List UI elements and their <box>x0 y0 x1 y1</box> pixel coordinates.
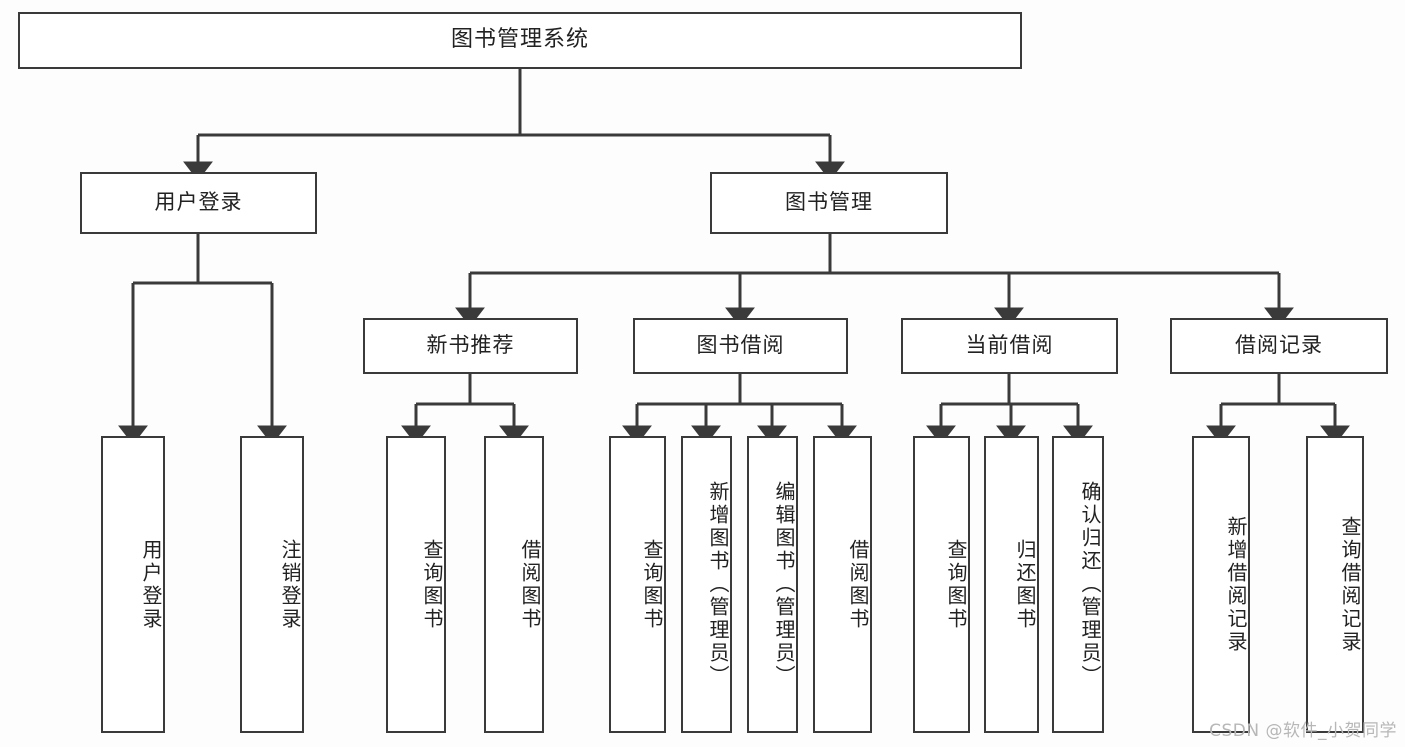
node-label: 查询图书 <box>640 538 664 631</box>
node-current-borrow[interactable]: 当前借阅 <box>901 318 1118 374</box>
node-label: 注销登录 <box>278 538 302 631</box>
node-label: 当前借阅 <box>965 333 1054 358</box>
node-leaf-borrow-book-recommend[interactable]: 借阅图书 <box>484 436 544 733</box>
node-user-login[interactable]: 用户登录 <box>80 172 317 234</box>
node-book-management[interactable]: 图书管理 <box>710 172 948 234</box>
node-new-book-recommend[interactable]: 新书推荐 <box>363 318 578 374</box>
node-label: 查询图书 <box>944 538 968 631</box>
csdn-watermark: CSDN @软件_小贺同学 <box>1209 721 1397 741</box>
node-label: 借阅图书 <box>846 538 870 631</box>
node-leaf-query-book-borrow[interactable]: 查询图书 <box>609 436 666 733</box>
node-leaf-query-book-current[interactable]: 查询图书 <box>913 436 970 733</box>
node-leaf-query-borrow-record[interactable]: 查询借阅记录 <box>1306 436 1364 733</box>
node-label: 图书管理 <box>785 190 873 215</box>
node-leaf-edit-book-admin[interactable]: 编辑图书（管理员） <box>747 436 798 733</box>
node-leaf-user-login[interactable]: 用户登录 <box>101 436 165 733</box>
node-leaf-borrow-book[interactable]: 借阅图书 <box>813 436 872 733</box>
node-leaf-query-book-recommend[interactable]: 查询图书 <box>386 436 446 733</box>
node-leaf-add-borrow-record[interactable]: 新增借阅记录 <box>1192 436 1250 733</box>
node-label: 新书推荐 <box>426 333 515 358</box>
node-label: 编辑图书（管理员） <box>772 481 796 688</box>
node-label: 新增借阅记录 <box>1224 515 1248 654</box>
node-label: 确认归还（管理员） <box>1078 481 1102 688</box>
node-label: 图书借阅 <box>696 333 785 358</box>
node-book-borrow[interactable]: 图书借阅 <box>633 318 848 374</box>
node-root-book-management-system[interactable]: 图书管理系统 <box>18 12 1022 69</box>
node-borrow-record[interactable]: 借阅记录 <box>1170 318 1388 374</box>
node-leaf-confirm-return-admin[interactable]: 确认归还（管理员） <box>1052 436 1104 733</box>
node-label: 查询图书 <box>420 538 444 631</box>
node-label: 图书管理系统 <box>450 27 589 53</box>
node-label: 用户登录 <box>139 538 163 631</box>
node-leaf-return-book[interactable]: 归还图书 <box>984 436 1039 733</box>
node-label: 借阅记录 <box>1235 333 1323 358</box>
node-label: 借阅图书 <box>518 538 542 631</box>
node-leaf-add-book-admin[interactable]: 新增图书（管理员） <box>681 436 732 733</box>
node-label: 新增图书（管理员） <box>706 481 730 688</box>
node-leaf-user-logout[interactable]: 注销登录 <box>240 436 304 733</box>
node-label: 归还图书 <box>1013 538 1037 631</box>
node-label: 用户登录 <box>154 190 243 215</box>
node-label: 查询借阅记录 <box>1338 515 1362 654</box>
